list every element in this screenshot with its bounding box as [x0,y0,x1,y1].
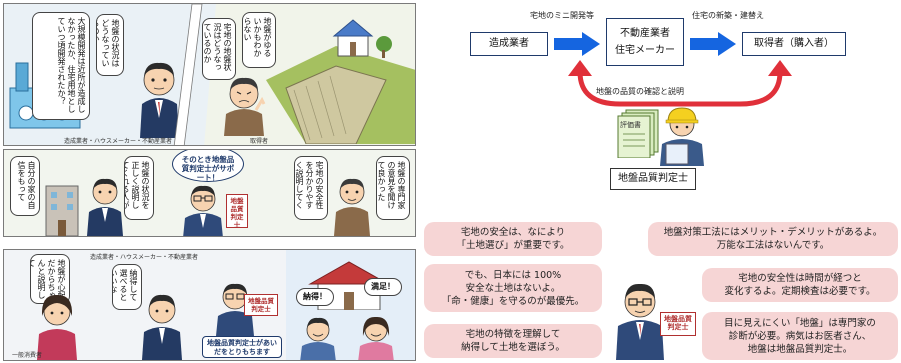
businessman-illustration [140,62,179,138]
manga-panel-bottom: 地盤が心配だからちゃんと説明して 一般消費者 造成業者・ハウスメーカー・不動産業… [3,249,416,361]
info-box-expert-diagnosis: 目に見えにくい「地盤」は専門家の 診断が必要。病気はお医者さん、 地盤は地盤品質… [702,312,898,360]
info-line: 納得して土地を選ぼう。 [461,342,565,353]
info-box-periodic-inspection: 宅地の安全性は時間が経つと 変化するよ。定期検査は必要です。 [702,268,898,302]
label-quality-check: 地盤の品質の確認と説明 [596,87,684,96]
engineer-sign-3: 地盤品質判定士 [660,312,696,336]
office-building-illustration [45,185,79,236]
mediation-caption: 地盤品質判定士があいだをとりもちます [202,336,282,358]
info-line: 宅地の安全性は時間が経つと [738,273,862,284]
speech-bubble-10: 納得して選べるといいな [112,264,142,310]
arrow-right-1 [554,32,600,56]
support-banner: そのとき地盤品質判定士がサポート！ [172,150,244,182]
label-new-construction: 住宅の新築・建替え [692,11,764,20]
engineer-center-illustration [616,283,664,360]
speech-bubble-1: 大規模開発は近所が造成しなかったか、住宅用地としていつ頃開発されたか？ [32,12,90,120]
box-middle-line-2: 住宅メーカー [615,45,675,56]
manga-panel-top: 大規模開発は近所が造成しなかったか、住宅用地としていつ頃開発されたか？ 地盤の状… [3,3,416,146]
engineer-sign: 地盤品質判定士 [226,194,248,229]
shout-bubble-2: 満足！ [364,278,402,296]
speech-bubble-4: 地盤がゆるいかもわからない [242,12,276,68]
happy-woman-illustration [358,316,394,360]
info-line: 地盤は地盤品質判定士。 [747,343,853,355]
shout-bubble-1: 納得！ [296,288,334,306]
speech-bubble-7: 宅地の安全性を分かりやすく説明してくれる [294,156,328,220]
elderly-man-illustration [334,178,370,236]
speech-bubble-5: 自分の家の自信をもって [10,156,40,216]
speech-bubble-3: 宅地の地盤状況はどうなっているのか [202,18,236,80]
caption-buyer: 取得者 [250,138,269,145]
box-middle-line-1: 不動産業者 [620,28,670,39]
arrow-right-2 [690,32,736,56]
manga-panel-middle: 自分の家の自信をもって 地盤の状況を正しく説明してくれる人がいない そのとき地盤… [3,149,416,237]
caption-developer: 造成業者・ハウスメーカー・不動産業者 [64,138,173,145]
worried-man-illustration [224,77,266,136]
box-ground-engineer: 地盤品質判定士 [610,168,696,190]
panel-divider [173,4,203,145]
speech-bubble-2: 地盤の状況はどうなっているのか [96,14,124,76]
info-line: でも、日本には 100% [464,269,562,281]
happy-man-illustration [300,317,336,360]
info-line: 目に見えにくい「地盤」は専門家の [724,317,876,329]
info-line: 宅地の安全は、なにより [460,227,566,238]
flow-diagram: 宅地のミニ開発等 住宅の新築・建替え 造成業者 不動産業者 住宅メーカー 取得者… [440,0,900,200]
info-box-countermeasures: 地盤対策工法にはメリット・デメリットがあるよ。 万能な工法はないんです。 [648,222,898,256]
label-mini-development: 宅地のミニ開発等 [530,11,594,20]
caption-developer-2: 造成業者・ハウスメーカー・不動産業者 [90,254,199,261]
info-line: 地盤対策工法にはメリット・デメリットがあるよ。 [663,227,883,238]
speech-bubble-8: 地盤の専門家の意見を聞けて良かった [376,156,410,220]
info-box-land-selection: 宅地の安全は、なにより 「土地選び」が重要です。 [424,222,602,256]
quality-check-curve-arrow [568,60,792,107]
engineer-sign-2: 地盤品質判定士 [244,294,278,316]
report-label: 評価書 [620,121,641,129]
info-line: 安全な土地はないよ。 [465,282,561,294]
house-on-hill-illustration [266,19,415,144]
businessman-illustration-2 [87,178,123,236]
info-box-understand-land: 宅地の特徴を理解して 納得して土地を選ぼう。 [424,324,602,358]
box-real-estate-builder: 不動産業者 住宅メーカー [606,18,684,66]
info-box-no-safe-land: でも、日本には 100% 安全な土地はないよ。 「命・健康」を守るのが最優先。 [424,264,602,312]
report-documents-icon [617,109,659,158]
box-developer: 造成業者 [470,32,548,56]
info-line: 万能な工法はないんです。 [716,240,830,251]
info-section: 宅地の安全は、なにより 「土地選び」が重要です。 でも、日本には 100% 安全… [420,212,901,363]
speech-bubble-6: 地盤の状況を正しく説明してくれる人がいない [124,156,154,220]
info-line: 診断が必要。病気はお医者さん、 [728,330,872,342]
info-line: 変化するよ。定期検査は必要です。 [724,286,876,297]
info-line: 「命・健康」を守るのが最優先。 [441,295,585,307]
caption-consumer: 一般消費者 [12,352,43,359]
engineer-helmet-illustration [660,107,704,166]
engineer-illustration [183,185,223,236]
box-buyer: 取得者（購入者） [742,32,846,56]
info-line: 「土地選び」が重要です。 [456,240,570,251]
info-line: 宅地の特徴を理解して [465,329,561,340]
consumer-woman-illustration [37,294,77,360]
businessman-illustration-3 [142,294,182,360]
